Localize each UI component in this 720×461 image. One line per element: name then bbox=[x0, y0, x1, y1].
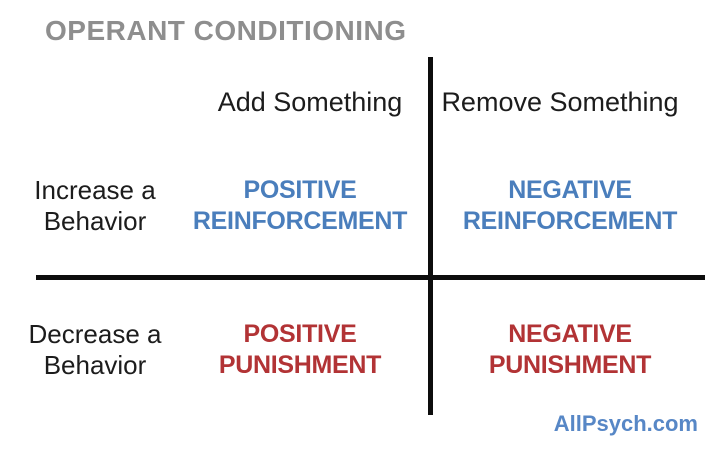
cell-line: NEGATIVE bbox=[508, 320, 632, 348]
column-header-add-something: Add Something bbox=[217, 86, 403, 117]
cell-line: NEGATIVE bbox=[508, 176, 632, 204]
cell-line: PUNISHMENT bbox=[218, 351, 382, 379]
row-header-increase-behavior: Increase a Behavior bbox=[25, 168, 165, 244]
horizontal-divider-line bbox=[36, 275, 705, 280]
cell-line: POSITIVE bbox=[243, 320, 357, 348]
cell-line: POSITIVE bbox=[243, 176, 357, 204]
cell-positive-reinforcement: POSITIVE REINFORCEMENT bbox=[170, 168, 430, 244]
vertical-divider-line bbox=[428, 57, 433, 415]
row-header-line: Behavior bbox=[43, 206, 147, 236]
brand-watermark: AllPsych.com bbox=[553, 411, 698, 436]
cell-line: PUNISHMENT bbox=[488, 351, 652, 379]
row-header-line: Behavior bbox=[43, 350, 147, 380]
row-header-line: Increase a bbox=[34, 175, 156, 205]
row-header-decrease-behavior: Decrease a Behavior bbox=[25, 312, 165, 388]
cell-line: REINFORCEMENT bbox=[462, 207, 678, 235]
row-header-line: Decrease a bbox=[28, 319, 162, 349]
cell-positive-punishment: POSITIVE PUNISHMENT bbox=[170, 312, 430, 388]
column-header-remove-something: Remove Something bbox=[441, 86, 679, 117]
cell-negative-reinforcement: NEGATIVE REINFORCEMENT bbox=[440, 168, 700, 244]
cell-line: REINFORCEMENT bbox=[192, 207, 408, 235]
page-title: OPERANT CONDITIONING bbox=[45, 15, 407, 46]
cell-negative-punishment: NEGATIVE PUNISHMENT bbox=[440, 312, 700, 388]
